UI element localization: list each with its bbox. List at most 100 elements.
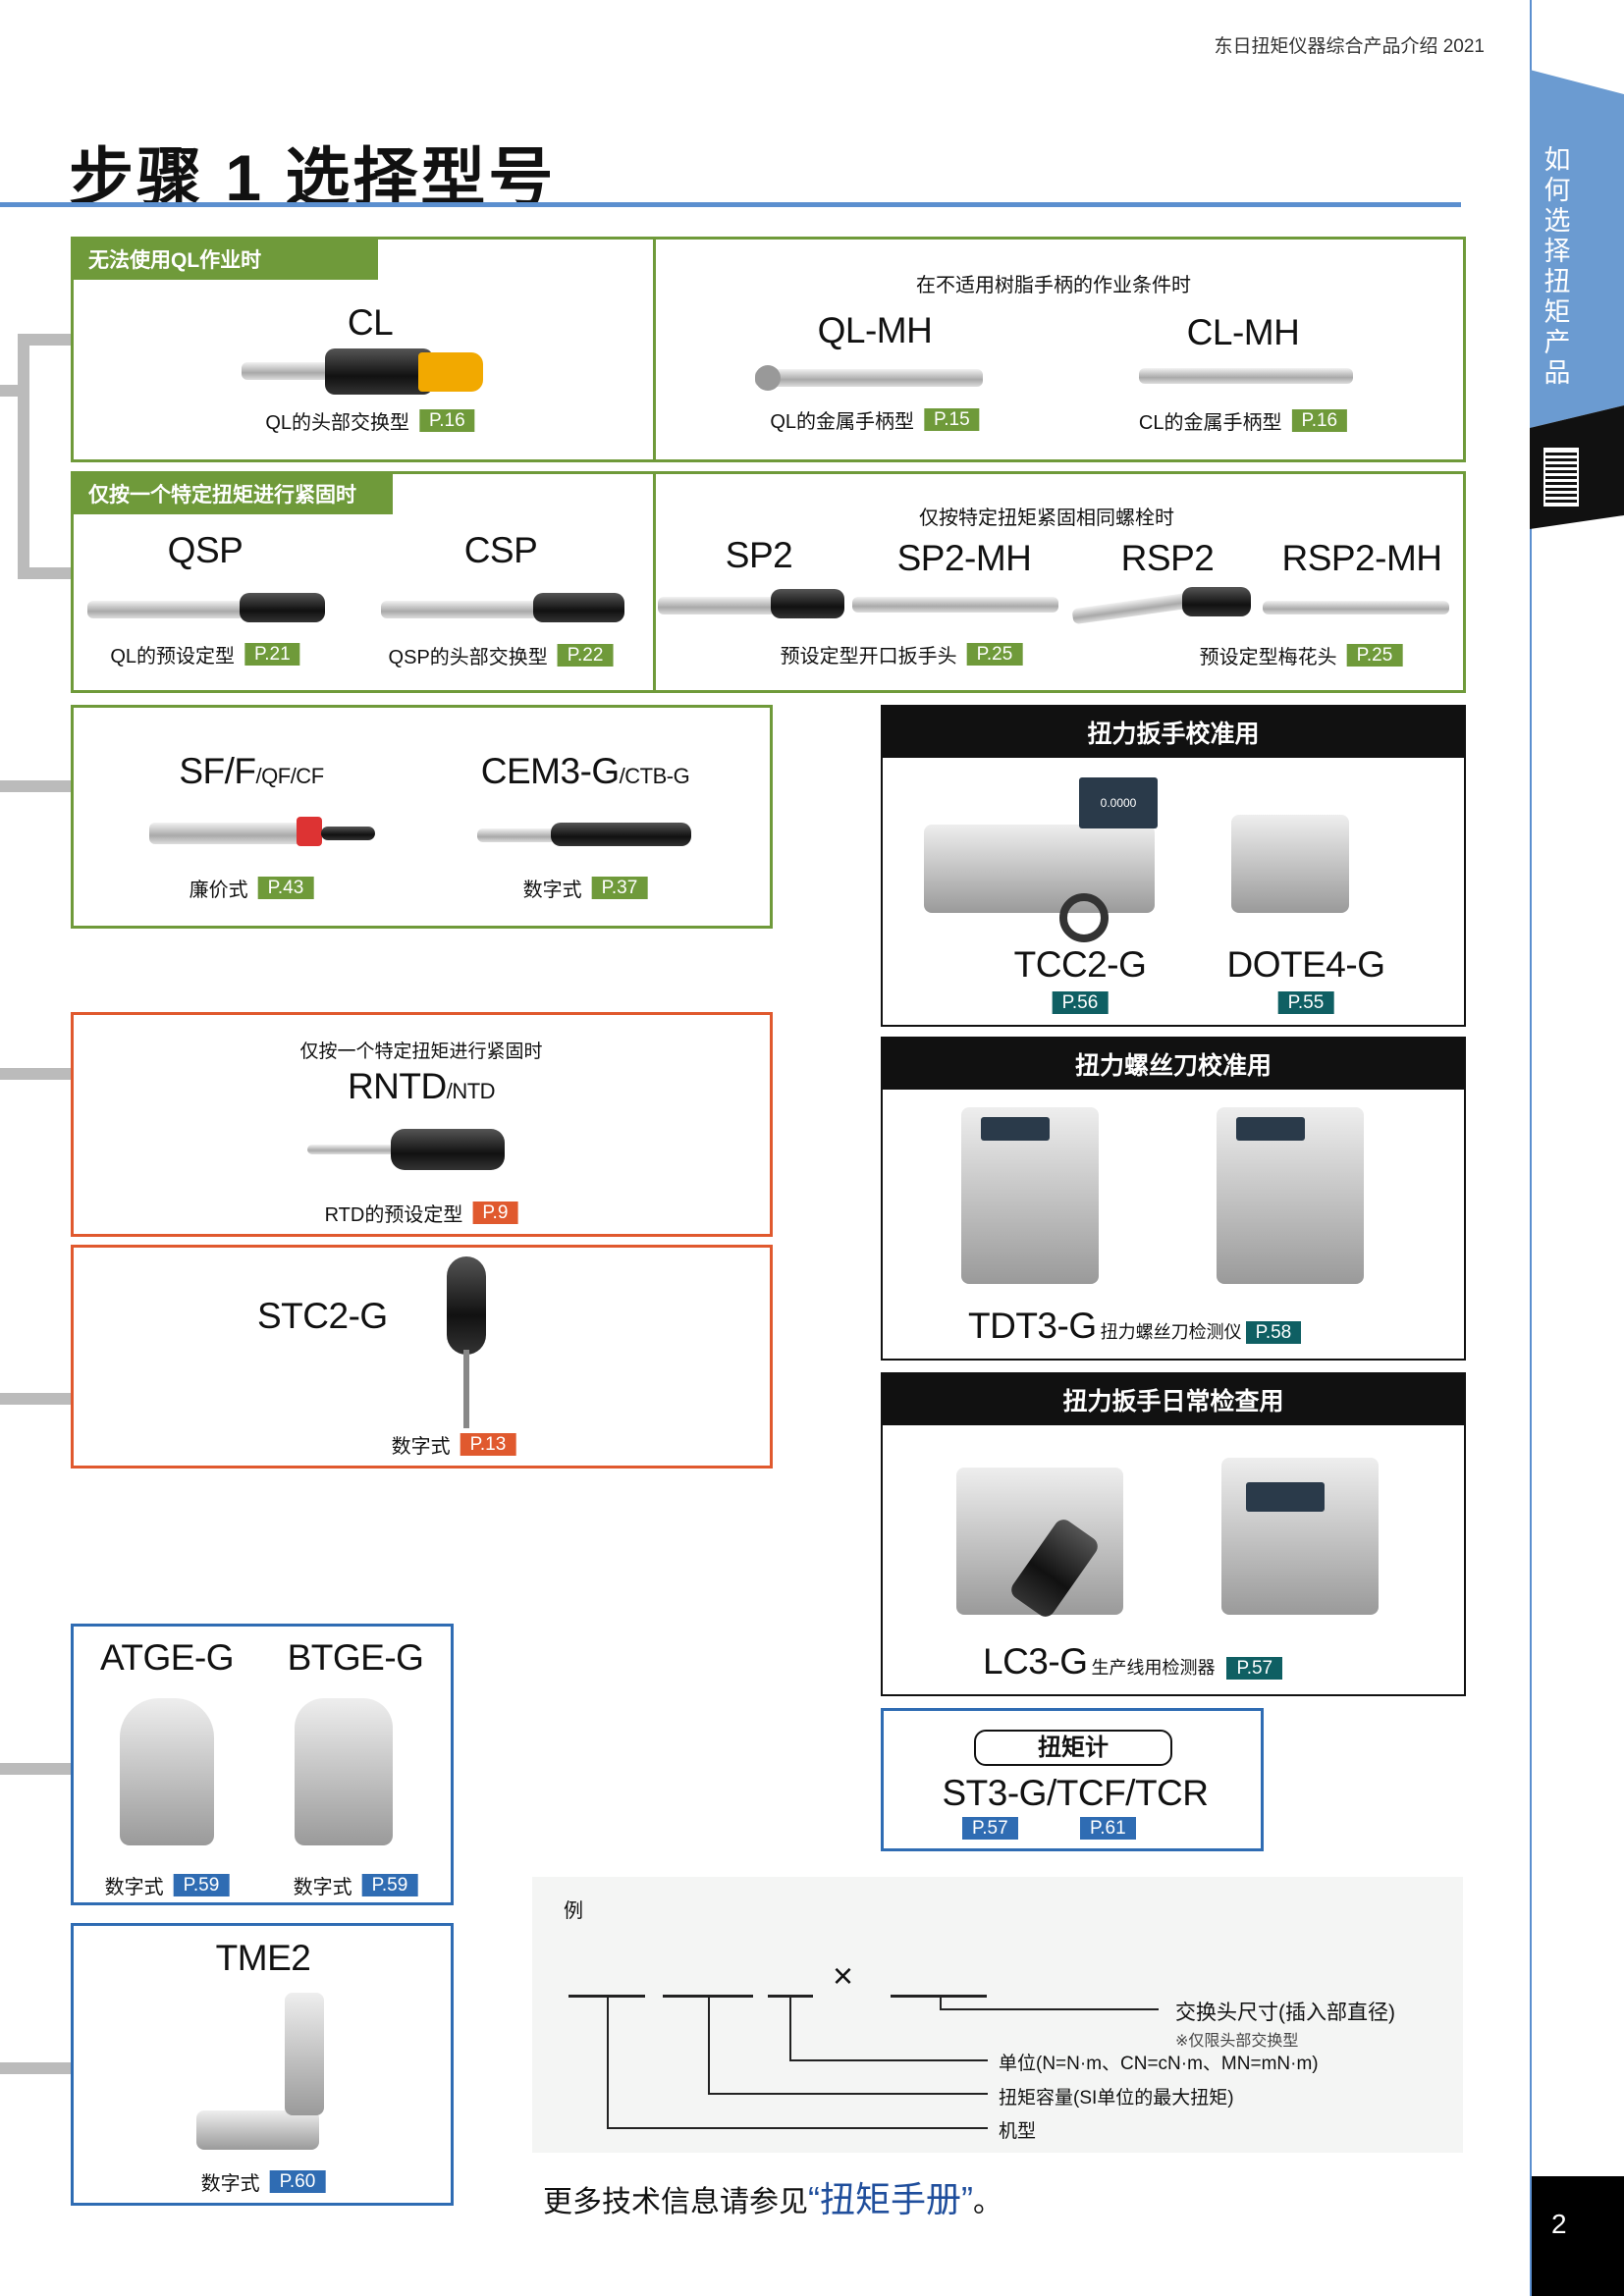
caption-text: 预设定型梅花头 xyxy=(1199,647,1337,668)
model-name: RNTD xyxy=(347,1066,447,1106)
page-link[interactable]: P.59 xyxy=(173,1874,230,1896)
page-link[interactable]: P.59 xyxy=(361,1874,418,1896)
caption-text: 数字式 xyxy=(391,1436,451,1458)
tcc2-device-image xyxy=(924,825,1155,913)
sp2-wrench-image xyxy=(658,589,844,624)
rntd-driver-image xyxy=(307,1129,505,1170)
slot-line xyxy=(768,1995,813,1998)
page-link[interactable]: P.60 xyxy=(269,2170,326,2193)
box-specific-torque xyxy=(71,471,1466,693)
model-rsp2-mh: RSP2-MH xyxy=(1281,538,1442,578)
model-btge: BTGE-G xyxy=(287,1637,424,1678)
csp-wrench-image xyxy=(381,593,624,626)
caption-text: QL的金属手柄型 xyxy=(770,411,915,433)
box-wrench-calibration: 扭力扳手校准用 0.0000 TCC2-G P.56 DOTE4-G P.55 xyxy=(881,705,1466,1027)
leader xyxy=(789,1997,791,2060)
cl-wrench-image xyxy=(242,348,483,395)
model-desc: 扭力螺丝刀检测仪 xyxy=(1100,1322,1242,1342)
model-stc2: STC2-G xyxy=(257,1296,388,1336)
rsp2-wrench-image xyxy=(1071,587,1251,626)
btge-device-image xyxy=(295,1698,393,1845)
tme2-column-image xyxy=(285,1993,324,2115)
leader xyxy=(789,2059,988,2061)
box-header: 扭力扳手校准用 xyxy=(883,707,1464,758)
model-rsp2: RSP2 xyxy=(1120,538,1215,578)
caption: 预设定型梅花头 P.25 xyxy=(1200,641,1403,669)
model-tcc2: TCC2-G xyxy=(1013,944,1147,985)
tme2-base-image xyxy=(196,2110,319,2150)
page-link[interactable]: P.57 xyxy=(962,1817,1018,1840)
page-link[interactable]: P.13 xyxy=(460,1433,516,1456)
model-rntd: RNTD/NTD xyxy=(347,1066,496,1107)
page-link[interactable]: P.37 xyxy=(591,877,648,899)
caption-text: 数字式 xyxy=(104,1877,164,1898)
model-name: SF/F xyxy=(179,751,256,791)
box-header: 扭力螺丝刀校准用 xyxy=(883,1039,1464,1090)
title-underline xyxy=(0,202,1461,207)
page-title: 步骤 1 选择型号 xyxy=(69,141,557,214)
page-number: 2 xyxy=(1551,2209,1567,2239)
page-link[interactable]: P.61 xyxy=(1080,1817,1136,1840)
connector xyxy=(0,385,18,397)
section-heading: 在不适用树脂手柄的作业条件时 xyxy=(916,275,1191,296)
page-number-box xyxy=(1532,2176,1624,2296)
side-tab-label: 如何选择扭矩产品 xyxy=(1543,145,1571,388)
leader xyxy=(708,1997,710,2094)
box-header: 扭力扳手日常检查用 xyxy=(883,1374,1464,1425)
connector xyxy=(0,2062,71,2074)
cem3-wrench-image xyxy=(477,823,691,848)
page-link[interactable]: P.22 xyxy=(557,644,614,667)
page-link[interactable]: P.43 xyxy=(257,877,314,899)
atge-device-image xyxy=(120,1698,214,1845)
torque-handbook-link[interactable]: “扭矩手册” xyxy=(808,2179,973,2219)
model-st3: ST3-G/TCF/TCR xyxy=(942,1773,1209,1813)
footer-text: 更多技术信息请参见 xyxy=(543,2186,808,2218)
caption-text: QSP的头部交换型 xyxy=(388,647,548,668)
model-csp: CSP xyxy=(463,530,538,570)
cl-mh-wrench-image xyxy=(1139,363,1353,389)
section-heading: 仅按一个特定扭矩进行紧固时 xyxy=(299,1041,543,1062)
page-link-wrap: P.56 xyxy=(1052,991,1109,1014)
example-label: 例 xyxy=(564,1900,583,1922)
page-link[interactable]: P.55 xyxy=(1277,991,1334,1014)
leader xyxy=(607,2127,988,2129)
model-name: CEM3-G xyxy=(480,751,620,791)
box-rntd xyxy=(71,1012,773,1237)
screen xyxy=(1246,1482,1325,1512)
caption-text: 数字式 xyxy=(200,2173,260,2195)
page-link[interactable]: P.58 xyxy=(1245,1321,1302,1344)
page-link[interactable]: P.57 xyxy=(1226,1657,1283,1680)
model-sp2: SP2 xyxy=(725,535,793,575)
page-link[interactable]: P.25 xyxy=(1346,644,1403,667)
sf-wrench-image xyxy=(149,817,375,850)
page-link[interactable]: P.16 xyxy=(419,409,475,432)
page-link[interactable]: P.56 xyxy=(1052,991,1109,1014)
caption-text: 廉价式 xyxy=(189,880,248,901)
screen xyxy=(1236,1117,1305,1141)
page-link[interactable]: P.15 xyxy=(924,408,980,431)
model-qsp: QSP xyxy=(167,530,244,570)
connector xyxy=(0,780,71,792)
handwheel-icon xyxy=(1059,893,1109,942)
page-link[interactable]: P.16 xyxy=(1291,409,1348,432)
example-panel xyxy=(532,1877,1463,2153)
caption: 数字式 P.60 xyxy=(201,2167,326,2196)
page-link[interactable]: P.9 xyxy=(472,1201,518,1224)
leader xyxy=(940,2008,1159,2010)
model-sub: /QF/CF xyxy=(255,764,325,788)
connector xyxy=(18,567,71,579)
model-atge: ATGE-G xyxy=(99,1637,235,1678)
footer-text: 。 xyxy=(972,2186,1002,2218)
page-link[interactable]: P.25 xyxy=(966,643,1023,666)
caption: 数字式 P.13 xyxy=(392,1430,516,1459)
page-link[interactable]: P.21 xyxy=(244,643,300,666)
leader xyxy=(607,1997,609,2128)
